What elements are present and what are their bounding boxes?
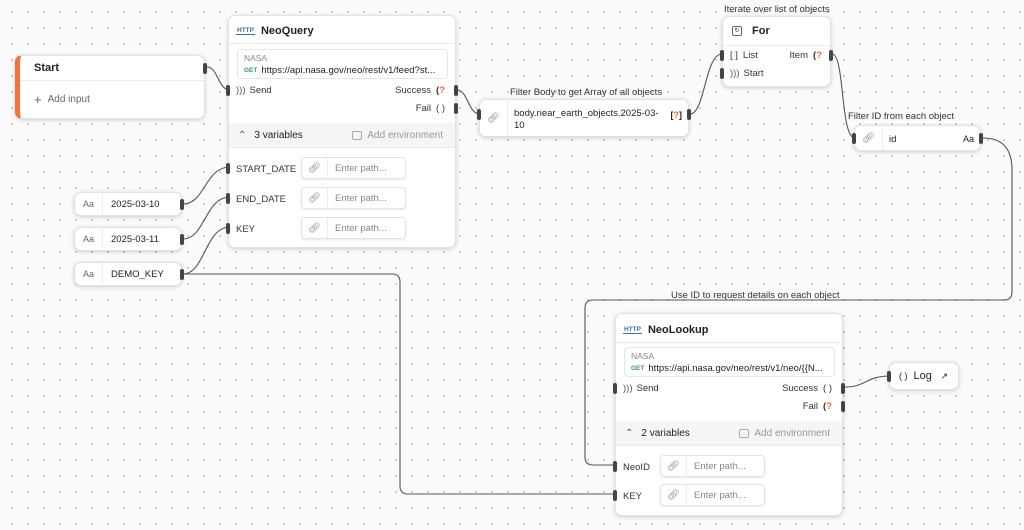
start-output-port[interactable] — [203, 63, 207, 74]
array-icon: [ ] — [730, 50, 738, 61]
add-environment-button[interactable]: Add environment — [739, 428, 830, 439]
neoquery-success: Success (? — [395, 85, 445, 96]
empty-output-icon: ( ) — [436, 103, 445, 114]
string-type-icon: Aa — [962, 134, 974, 144]
for-item-port[interactable] — [829, 50, 833, 61]
environment-icon — [352, 130, 363, 140]
var-start-date-input[interactable]: 🔗︎ Enter path... — [301, 157, 406, 179]
var-lookup-key-port[interactable] — [613, 490, 617, 501]
send-icon: ))) — [623, 383, 633, 394]
var-neoid-input[interactable]: 🔗︎ Enter path... — [660, 455, 765, 477]
send-icon: ))) — [236, 85, 246, 96]
neolookup-url: https://api.nasa.gov/neo/rest/v1/neo/{{N… — [648, 363, 823, 374]
for-start: ))) Start — [730, 68, 764, 79]
neolookup-fail-port[interactable] — [841, 401, 845, 412]
array-output-icon: (? — [436, 85, 445, 96]
open-external-icon[interactable]: ↗ — [940, 371, 948, 381]
value-node-start-date[interactable]: Aa 2025-03-10 — [74, 192, 184, 216]
neoquery-fail: Fail ( ) — [415, 103, 445, 114]
neoquery-success-port[interactable] — [454, 85, 458, 96]
filter-id-node[interactable]: 🔗︎ id Aa — [852, 125, 983, 151]
neoquery-send: ))) Send — [236, 85, 272, 96]
var-lookup-key-label: KEY — [623, 491, 643, 502]
value-node-key[interactable]: Aa DEMO_KEY — [74, 262, 184, 286]
link-icon: 🔗︎ — [302, 218, 328, 238]
var-key-port[interactable] — [226, 223, 230, 234]
neolookup-variables-header[interactable]: ⌃ 2 variables Add environment — [616, 421, 842, 445]
chevron-up-icon[interactable]: ⌃ — [238, 129, 247, 141]
filter-id-path[interactable]: id — [889, 134, 897, 145]
var-lookup-key-input[interactable]: 🔗︎ Enter path... — [660, 484, 765, 506]
chevron-up-icon[interactable]: ⌃ — [625, 427, 634, 439]
var-start-date-label: START_DATE — [236, 164, 297, 175]
neolookup-send: ))) Send — [623, 383, 659, 394]
neolookup-header: HTTP NeoLookup — [623, 324, 709, 336]
for-list: [ ] List — [730, 50, 758, 61]
link-icon: 🔗︎ — [661, 485, 687, 505]
http-icon: HTTP — [236, 27, 255, 35]
neoquery-send-port[interactable] — [226, 85, 230, 96]
var-start-date-port[interactable] — [226, 163, 230, 174]
send-icon: ))) — [730, 68, 740, 79]
value-output-port[interactable] — [180, 199, 184, 210]
filter-id-caption: Filter ID from each object — [848, 111, 955, 122]
filter-body-path[interactable]: body.near_earth_objects.2025-03-10 — [514, 108, 659, 131]
neoquery-url: https://api.nasa.gov/neo/rest/v1/feed?st… — [261, 65, 436, 76]
for-node[interactable]: ↻ For [ ] List Item (? ))) Start — [720, 16, 833, 87]
neolookup-caption: Use ID to request details on each object — [671, 290, 840, 301]
for-item: Item (? — [789, 50, 822, 61]
neolookup-fail: Fail (? — [802, 401, 832, 412]
add-input-button[interactable]: + Add input — [34, 91, 90, 107]
environment-icon — [739, 428, 750, 438]
filter-id-output-port[interactable] — [979, 133, 983, 144]
neolookup-send-port[interactable] — [613, 383, 617, 394]
neoquery-variables-header[interactable]: ⌃ 3 variables Add environment — [229, 123, 455, 147]
object-icon: ( ) — [899, 371, 908, 381]
array-output-icon: [?] — [670, 110, 683, 120]
add-environment-button[interactable]: Add environment — [352, 130, 443, 141]
for-start-port[interactable] — [720, 68, 724, 79]
neoquery-header: HTTP NeoQuery — [236, 25, 314, 37]
link-icon: 🔗︎ — [302, 158, 328, 178]
for-caption: Iterate over list of objects — [724, 4, 830, 15]
var-end-date-port[interactable] — [226, 193, 230, 204]
filter-body-output-port[interactable] — [687, 109, 691, 120]
var-end-date-label: END_DATE — [236, 194, 286, 205]
loop-icon: ↻ — [732, 26, 742, 36]
plus-icon: + — [34, 91, 42, 107]
value-output-port[interactable] — [180, 269, 184, 280]
link-icon: 🔗︎ — [855, 126, 883, 150]
start-node[interactable]: Start + Add input — [15, 55, 207, 119]
empty-output-icon: ( ) — [823, 383, 832, 394]
error-output-icon: (? — [823, 401, 832, 412]
for-header: ↻ For — [732, 25, 770, 37]
neolookup-success-port[interactable] — [841, 383, 845, 394]
var-key-label: KEY — [236, 224, 256, 235]
filter-id-input-port[interactable] — [852, 133, 856, 144]
value-node-end-date[interactable]: Aa 2025-03-11 — [74, 227, 184, 251]
neolookup-success: Success ( ) — [782, 383, 832, 394]
log-input-port[interactable] — [887, 371, 891, 382]
http-icon: HTTP — [623, 326, 642, 334]
item-output-icon: (? — [813, 50, 822, 61]
link-icon: 🔗︎ — [302, 188, 328, 208]
var-end-date-input[interactable]: 🔗︎ Enter path... — [301, 187, 406, 209]
value-output-port[interactable] — [180, 234, 184, 245]
link-icon: 🔗︎ — [480, 100, 508, 136]
neoquery-fail-port[interactable] — [454, 103, 458, 114]
log-node[interactable]: ( ) Log ↗ — [887, 362, 959, 390]
var-key-input[interactable]: 🔗︎ Enter path... — [301, 217, 406, 239]
link-icon: 🔗︎ — [661, 456, 687, 476]
var-neoid-label: NeoID — [623, 462, 650, 473]
filter-body-node[interactable]: 🔗︎ body.near_earth_objects.2025-03-10 [?… — [477, 99, 691, 137]
for-list-port[interactable] — [720, 50, 724, 61]
filter-body-input-port[interactable] — [477, 109, 481, 120]
start-title: Start — [34, 62, 60, 74]
filter-body-caption: Filter Body to get Array of all objects — [510, 87, 663, 98]
var-neoid-port[interactable] — [613, 461, 617, 472]
